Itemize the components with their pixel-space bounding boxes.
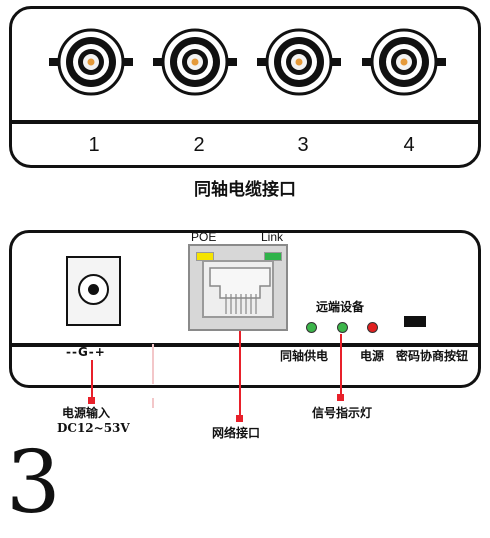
power-input-range: DC12~53V (57, 421, 130, 435)
rj45-contacts (209, 267, 271, 314)
callout-line-power (91, 360, 93, 400)
callout-line-network (239, 331, 241, 417)
callout-marker-power (88, 397, 95, 404)
link-led (264, 252, 282, 261)
pair-button[interactable] (404, 316, 426, 327)
figure-number: 3 (6, 433, 61, 533)
panel-divider (12, 120, 478, 124)
port-number-4: 4 (403, 134, 415, 156)
pair-button-label: 密码协商按钮 (396, 349, 469, 363)
dc-power-jack[interactable] (66, 256, 121, 326)
poe-led (196, 252, 214, 261)
guide-mark (152, 344, 154, 384)
coax-interface-caption: 同轴电缆接口 (194, 180, 296, 200)
bnc-port-2[interactable] (151, 28, 239, 96)
remote-device-label: 远端设备 (316, 300, 365, 314)
port-number-2: 2 (193, 134, 205, 156)
poe-label: POE (191, 230, 217, 244)
guide-mark (152, 398, 154, 408)
panel-divider (12, 343, 478, 347)
signal-indicator-label: 信号指示灯 (312, 406, 373, 420)
port-number-3: 3 (297, 134, 309, 156)
callout-line-signal (340, 334, 342, 396)
callout-marker-network (236, 415, 243, 422)
power-led (367, 322, 378, 333)
coax-power-label: 同轴供电 (280, 349, 329, 363)
bnc-connectors (47, 28, 448, 96)
signal-led (337, 322, 348, 333)
bnc-port-3[interactable] (255, 28, 343, 96)
bnc-port-1[interactable] (47, 28, 135, 96)
dc-jack-pin (88, 284, 99, 295)
link-label: Link (261, 230, 284, 244)
dc-polarity-symbol: --G-+ (66, 345, 106, 359)
port-number-1: 1 (88, 134, 100, 156)
power-label: 电源 (360, 349, 385, 363)
coax-power-led (306, 322, 317, 333)
bnc-port-4[interactable] (360, 28, 448, 96)
network-port-label: 网络接口 (212, 426, 261, 440)
callout-marker-signal (337, 394, 344, 401)
power-input-label: 电源输入 (62, 406, 111, 420)
